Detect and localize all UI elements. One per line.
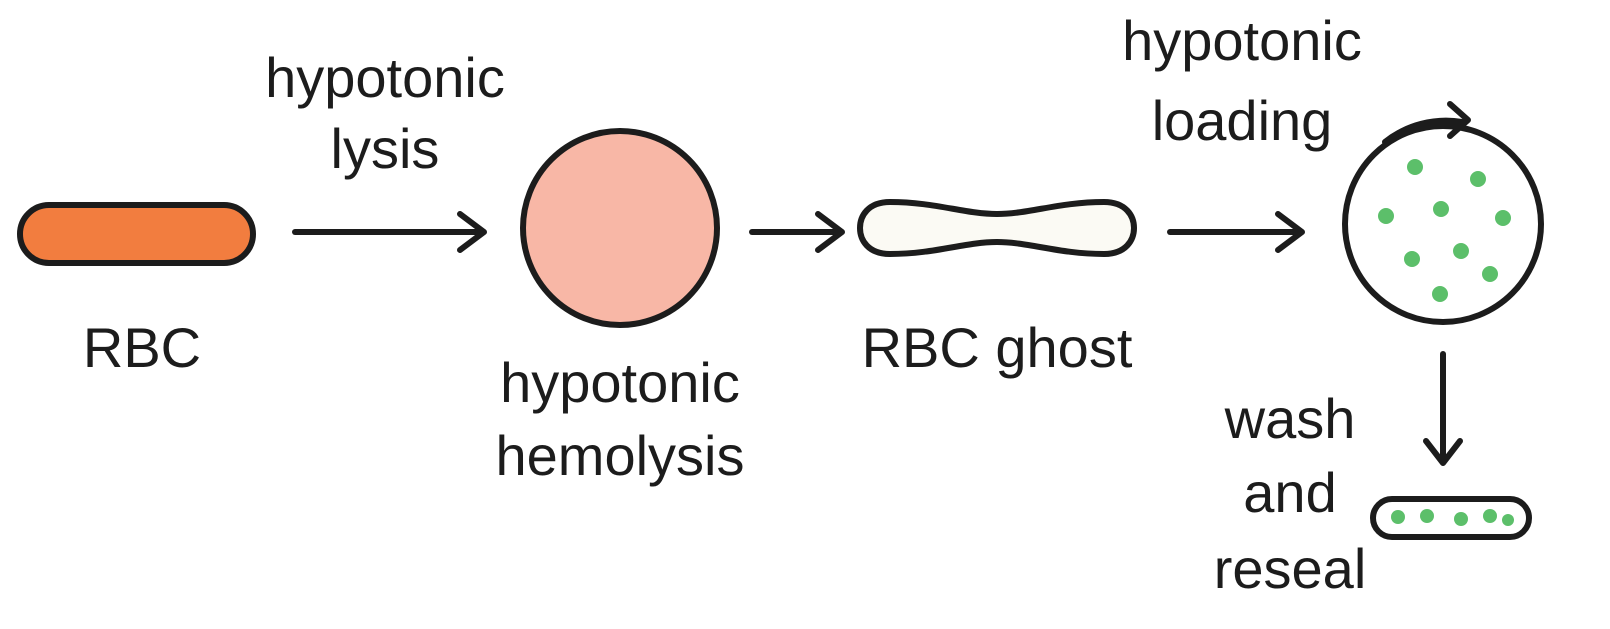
resealed-particles	[1391, 509, 1514, 526]
loading-label-line1: hypotonic	[1122, 9, 1362, 72]
arrow-to-hemolysis-icon	[292, 211, 487, 253]
particle-dot	[1432, 286, 1448, 302]
particle-dot	[1454, 512, 1468, 526]
hemolysis-label-line2: hemolysis	[496, 424, 745, 487]
particle-dot	[1470, 171, 1486, 187]
particle-dot	[1433, 201, 1449, 217]
rbc-label: RBC	[83, 316, 201, 379]
ghost-label: RBC ghost	[862, 316, 1133, 379]
particle-dot	[1482, 266, 1498, 282]
arrow-to-ghost-icon	[749, 211, 845, 253]
arrow-to-reseal-icon	[1423, 351, 1463, 466]
particle-dot	[1495, 210, 1511, 226]
particle-dot	[1502, 514, 1514, 526]
wash-label-line2: and	[1243, 461, 1336, 524]
loading-label-line2: loading	[1152, 89, 1333, 152]
particle-dot	[1404, 251, 1420, 267]
lysis-label-line2: lysis	[331, 117, 440, 180]
arrow-to-loading-icon	[1167, 211, 1305, 253]
rbc-cell	[17, 202, 256, 266]
rbc-ghost-cell	[856, 198, 1138, 258]
hemolysis-label-line1: hypotonic	[500, 351, 740, 414]
hemolysis-cell	[520, 128, 720, 328]
particle-dot	[1391, 510, 1405, 524]
drug-particles	[1378, 159, 1511, 302]
particle-dot	[1483, 509, 1497, 523]
particle-dot	[1453, 243, 1469, 259]
wash-label-line1: wash	[1224, 387, 1356, 450]
particle-dot	[1420, 509, 1434, 523]
particle-dot	[1407, 159, 1423, 175]
lysis-label-line1: hypotonic	[265, 46, 505, 109]
particle-dot	[1378, 208, 1394, 224]
curved-arrow-icon	[1382, 101, 1471, 145]
resealed-cell	[1370, 496, 1532, 540]
wash-label-line3: reseal	[1214, 537, 1367, 600]
